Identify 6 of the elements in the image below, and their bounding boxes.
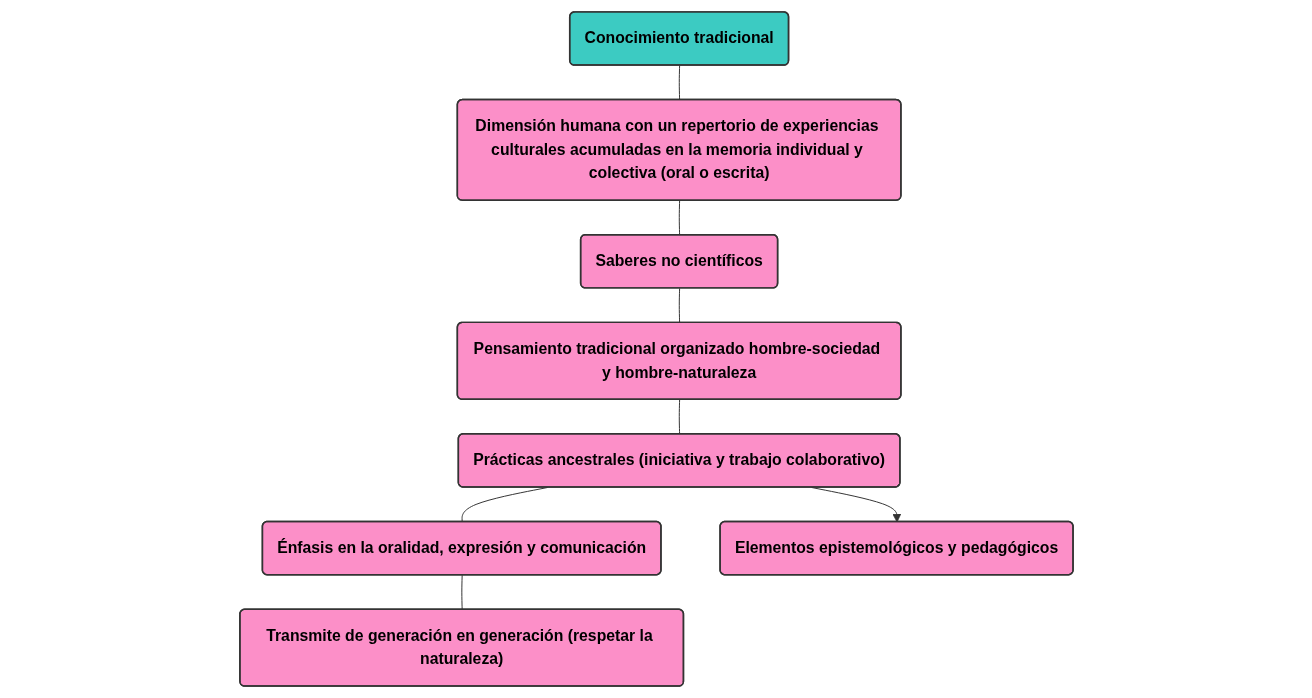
connector: [461, 487, 548, 523]
connector: [460, 574, 463, 611]
connector: [678, 65, 680, 101]
connector: [678, 200, 680, 236]
connector: [678, 287, 680, 324]
connector: [678, 399, 680, 435]
